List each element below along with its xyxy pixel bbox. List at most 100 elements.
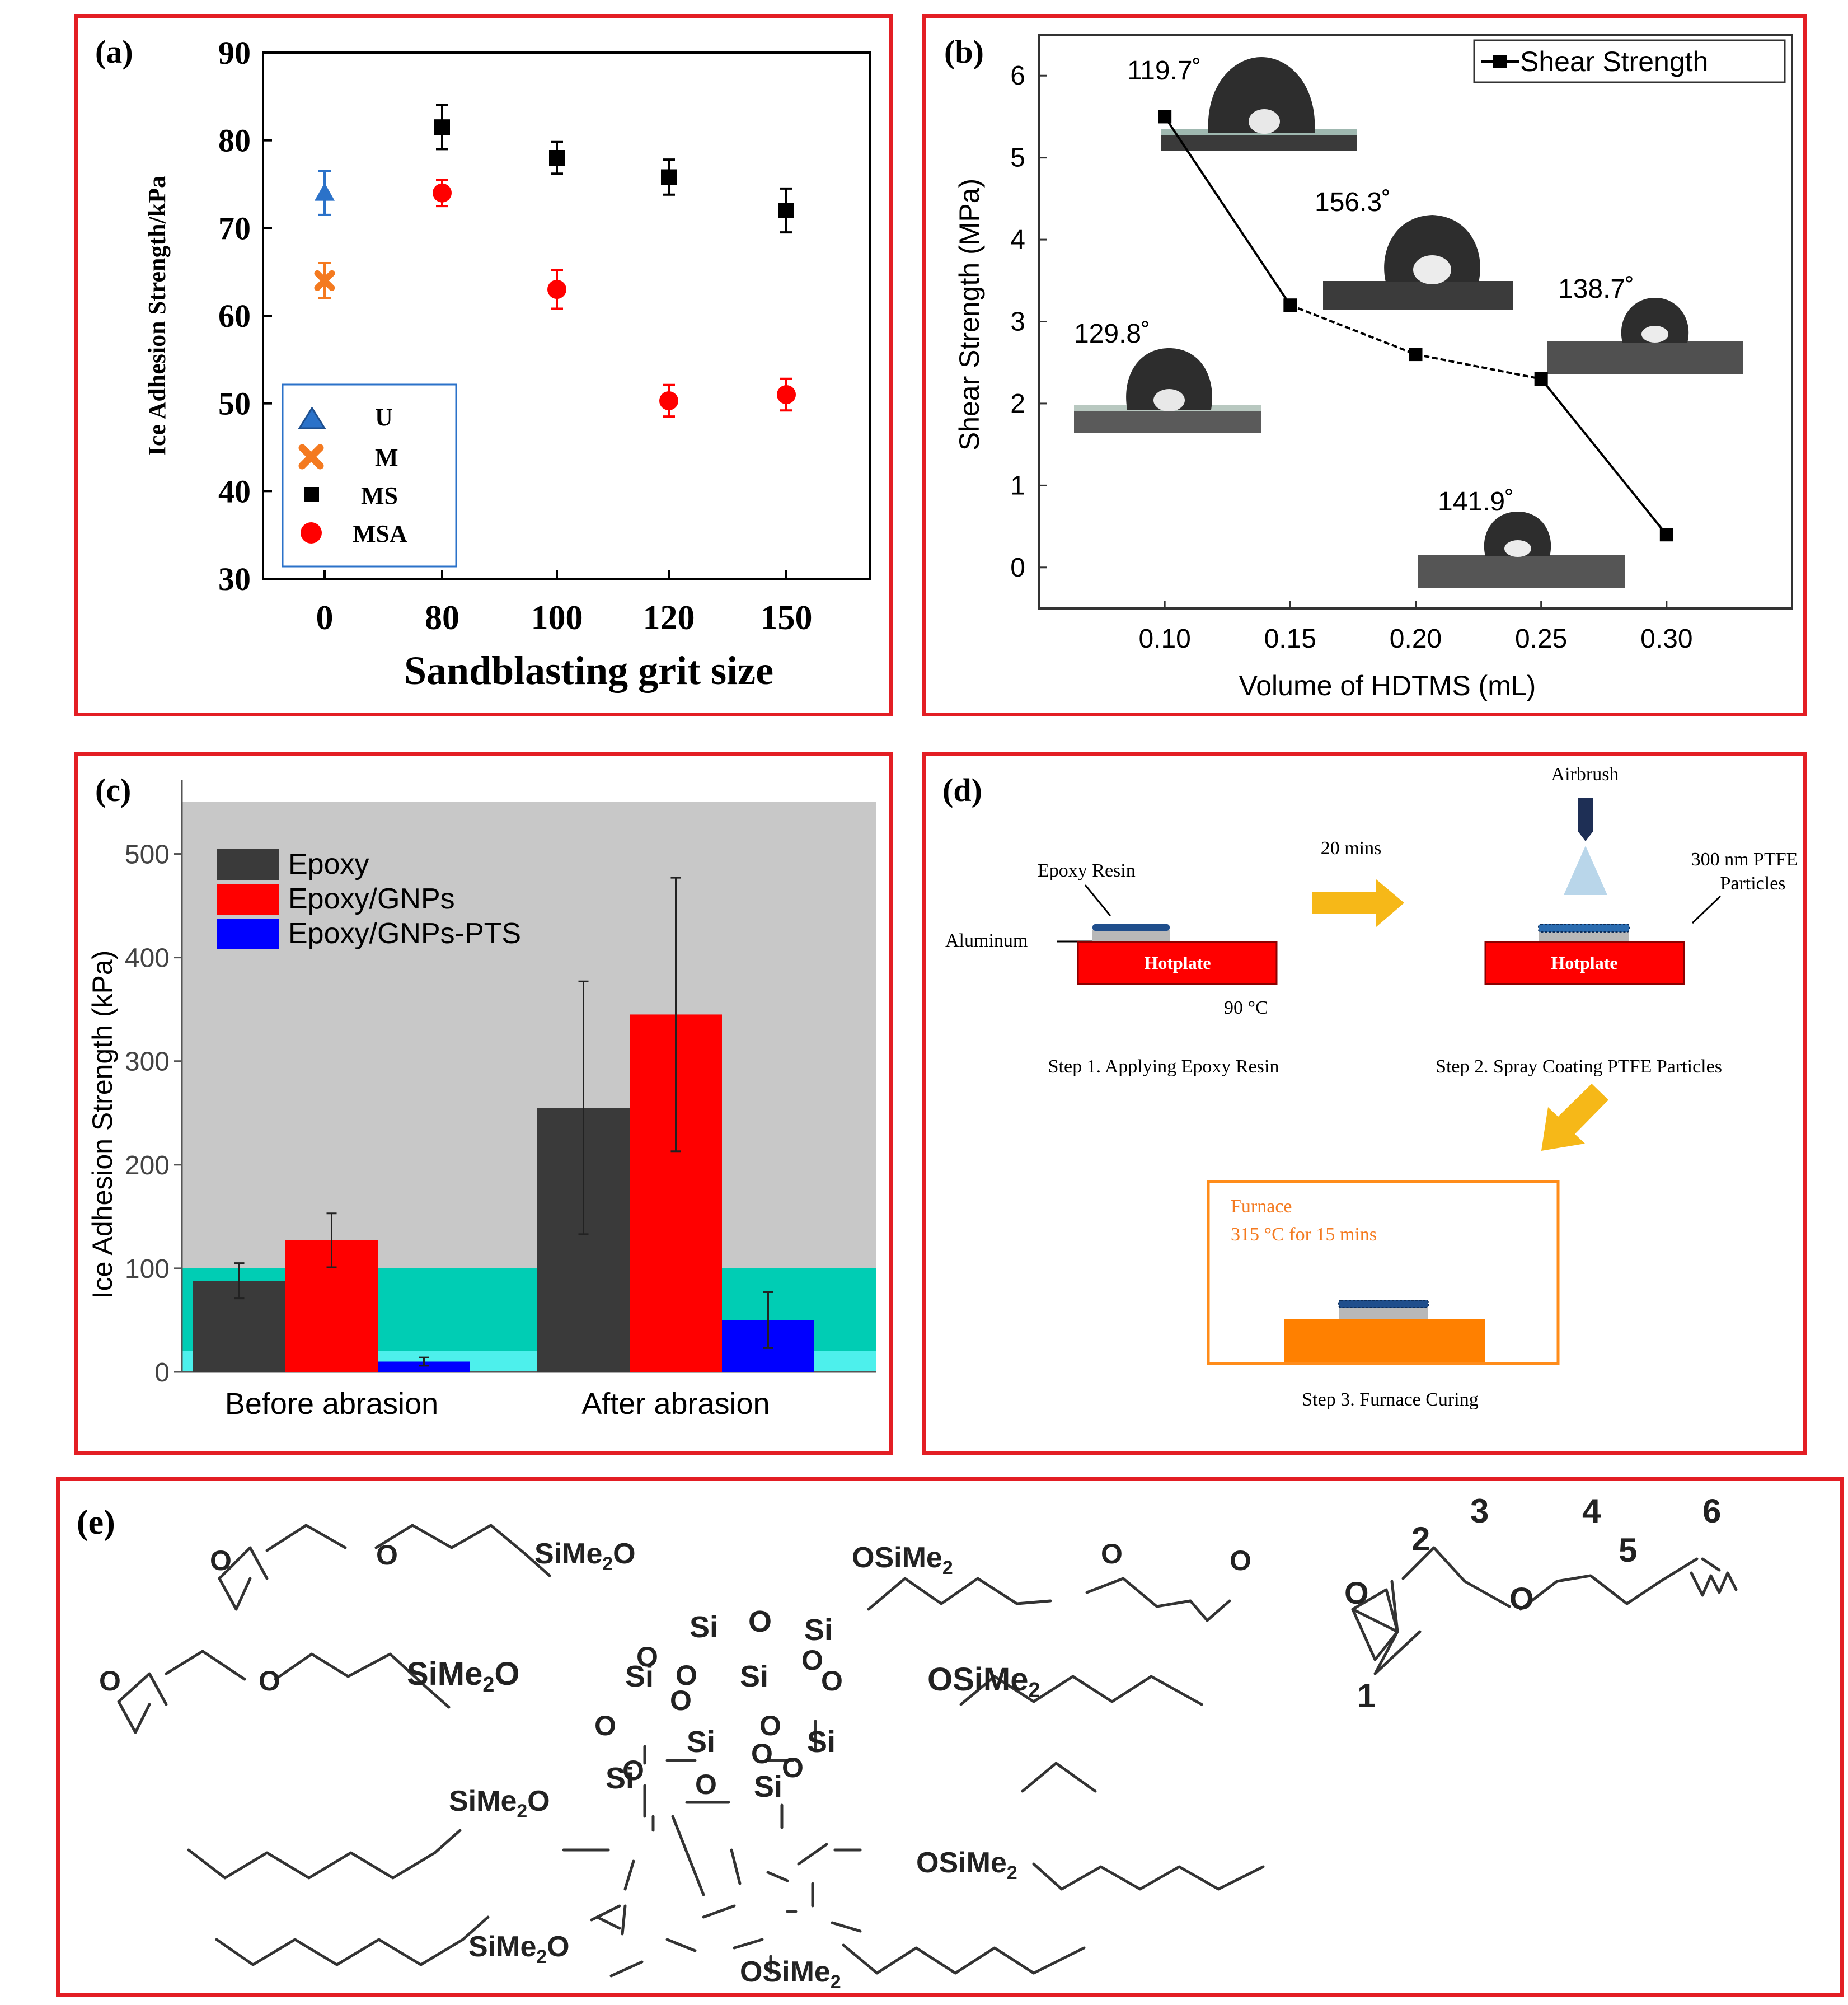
c-errorbar [578,980,589,1235]
chemical-bond [867,1577,1192,1611]
schematic-d-svg: (d) Epoxy Resin Aluminum Hotplate 90 °C … [942,764,1798,1410]
arrow-down-left-icon [1541,1084,1608,1151]
legend-epoxy-gnps-pts-label: Epoxy/GNPs-PTS [288,917,521,950]
chemical-bond [218,1546,269,1611]
panel-e-label: (e) [77,1503,115,1542]
c-errorbar [326,1212,337,1268]
a-point-msa [777,385,796,404]
c-errorbar [670,877,681,1153]
legend-u-label: U [375,404,393,431]
epoxy-oxygen-label: O [1230,1545,1251,1576]
step1-hotplate-label: Hotplate [1144,953,1211,973]
legend-ms-square-icon [304,487,319,502]
legend-m-x-icon [298,444,324,470]
chemical-bond [187,1829,462,1880]
chemical-bond [1032,1862,1265,1891]
legend-shear-label: Shear Strength [1520,46,1708,77]
oxygen-label: O [821,1665,843,1697]
position-number-3: 3 [1470,1492,1489,1530]
chart-a-points [314,104,796,418]
c-ytick-label: 300 [125,1047,170,1077]
chemical-bond [117,1672,168,1734]
chart-b-xlabel: Volume of HDTMS (mL) [1239,670,1536,701]
step2-hotplate-label: Hotplate [1551,953,1617,973]
furnace-coating-layer [1338,1300,1429,1308]
legend-epoxy-swatch [217,849,279,880]
oxygen-label: O [594,1710,616,1741]
a-ytick-label: 40 [218,473,251,509]
b-line-segment [1164,116,1291,306]
b-data-point [1534,372,1548,386]
chemical-bond [621,1784,655,1936]
ether-oxygen-label: O [376,1539,398,1571]
a-xtick-label: 100 [531,599,583,637]
c-ytick-label: 500 [125,840,170,870]
a-ytick-label: 60 [218,298,251,334]
c-ytick-label: 100 [125,1254,170,1284]
step2-aluminum-plate [1539,931,1629,942]
sime2o-label: SiMe2O [407,1656,519,1696]
legend-msa-circle-icon [301,522,322,544]
osime2-label: OSiMe2 [740,1956,841,1993]
legend-epoxy-gnps-label: Epoxy/GNPs [288,883,455,915]
chemical-bond [1401,1546,1699,1611]
oxygen-label: O [622,1755,644,1786]
silicon-label: Si [690,1610,718,1644]
silicon-label: Si [804,1613,833,1647]
position-number-6: 6 [1702,1492,1721,1530]
b-ytick-label: 5 [1010,143,1025,173]
legend-epoxy-label: Epoxy [288,848,369,880]
b-ytick-label: 4 [1010,225,1025,255]
a-point-ms [661,169,677,185]
chemical-bond [590,1904,644,1978]
chemical-bond [1351,1608,1399,1661]
b-line-segment [1540,378,1668,536]
chemical-bond [842,1943,1086,1975]
b-data-point [1659,528,1673,542]
spray-cone-icon [1564,846,1607,895]
chemical-bond [265,1524,551,1577]
oxygen-label: O [695,1769,717,1800]
ptfe-label-line2: Particles [1720,873,1785,894]
b-line-segment [1415,353,1542,380]
sime2o-label: SiMe2O [468,1931,570,1967]
arrow-right-icon [1312,879,1404,927]
chart-c-ylabel: Ice Adhesion Strength (kPa) [87,950,118,1299]
b-ytick-label: 6 [1010,61,1025,91]
osime2-label: OSiMe2 [852,1542,953,1578]
chemical-bond [702,1843,828,1919]
chemical-bond [1351,1580,1422,1675]
position-number-1: 1 [1357,1677,1376,1714]
chemical-bond [1189,1599,1231,1622]
legend-shear-square-icon [1493,55,1507,68]
a-point-msa [547,280,566,299]
epoxy-oxygen-label: O [99,1665,121,1697]
chart-a-xlabel: Sandblasting grit size [404,648,773,693]
b-xtick-label: 0.15 [1264,624,1316,654]
aluminum-label: Aluminum [945,930,1028,951]
epoxy-oxygen-label: O [210,1545,232,1576]
b-xtick-label: 0.20 [1390,624,1442,654]
furnace-aluminum-plate [1339,1306,1428,1319]
contact-angle-2: 156.3˚ [1315,188,1391,217]
position-number-2: 2 [1411,1520,1430,1558]
oxygen-label: O [782,1752,804,1783]
legend-ms-label: MS [361,482,398,509]
furnace-label: Furnace [1231,1196,1292,1217]
oxygen-label: O [751,1738,773,1769]
b-data-point [1158,110,1172,124]
chart-a-ylabel: Ice Adhesion Strength/kPa [143,176,171,456]
chemical-bond [959,1675,1203,1706]
silicon-label: Si [740,1660,768,1693]
droplet-image-3 [1547,298,1743,374]
a-point-u [315,182,335,201]
oxygen-label: O [748,1605,772,1638]
